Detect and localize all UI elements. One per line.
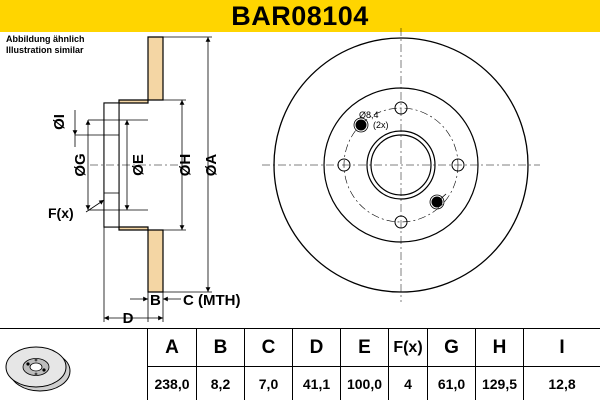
label-A: ØA <box>203 154 220 177</box>
header-D: D <box>293 328 341 366</box>
bolt-hole-left <box>337 158 351 172</box>
spec-table: A B C D E F(x) G H I 238,0 8,2 7,0 41,1 … <box>0 328 600 400</box>
label-bolt-hole: Ø8,4 <box>359 110 379 120</box>
header-B: B <box>197 328 245 366</box>
header-F: F(x) <box>389 328 428 366</box>
part-number: BAR08104 <box>231 0 369 31</box>
label-D: D <box>123 310 134 327</box>
header-I: I <box>524 328 600 366</box>
header-G: G <box>428 328 476 366</box>
value-H: 129,5 <box>476 366 524 400</box>
bolt-hole-right <box>451 158 465 172</box>
brake-disc-thumbnail-icon <box>0 328 148 400</box>
value-C: 7,0 <box>245 366 293 400</box>
label-E: ØE <box>130 154 147 176</box>
screw-hole-1 <box>355 119 367 131</box>
label-H: ØH <box>177 154 194 177</box>
bolt-hole-bottom <box>394 215 408 229</box>
value-F: 4 <box>389 366 428 400</box>
value-E: 100,0 <box>341 366 389 400</box>
header-E: E <box>341 328 389 366</box>
label-C: C (MTH) <box>183 292 240 309</box>
disc-section-view <box>90 36 180 293</box>
spec-grid: A B C D E F(x) G H I 238,0 8,2 7,0 41,1 … <box>148 328 600 400</box>
label-G: ØG <box>72 153 89 176</box>
value-A: 238,0 <box>148 366 197 400</box>
header-bar: BAR08104 <box>0 0 600 32</box>
header-C: C <box>245 328 293 366</box>
label-I: ØI <box>51 114 68 130</box>
dimension-lines <box>72 36 212 322</box>
bolt-hole-top <box>394 101 408 115</box>
header-A: A <box>148 328 197 366</box>
note-line-en: Illustration similar <box>6 45 84 55</box>
technical-drawing: ØI ØG ØE ØH ØA F(x) B C (MTH) D Ø8,4 (2x… <box>48 28 540 327</box>
value-I: 12,8 <box>524 366 600 400</box>
label-B: B <box>150 292 161 309</box>
illustration-note: Abbildung ähnlich Illustration similar <box>6 34 85 56</box>
label-F: F(x) <box>48 205 74 221</box>
value-B: 8,2 <box>197 366 245 400</box>
label-bolt-count: (2x) <box>373 120 389 130</box>
disc-front-view <box>262 28 540 302</box>
header-H: H <box>476 328 524 366</box>
value-G: 61,0 <box>428 366 476 400</box>
note-line-de: Abbildung ähnlich <box>6 34 85 44</box>
value-D: 41,1 <box>293 366 341 400</box>
